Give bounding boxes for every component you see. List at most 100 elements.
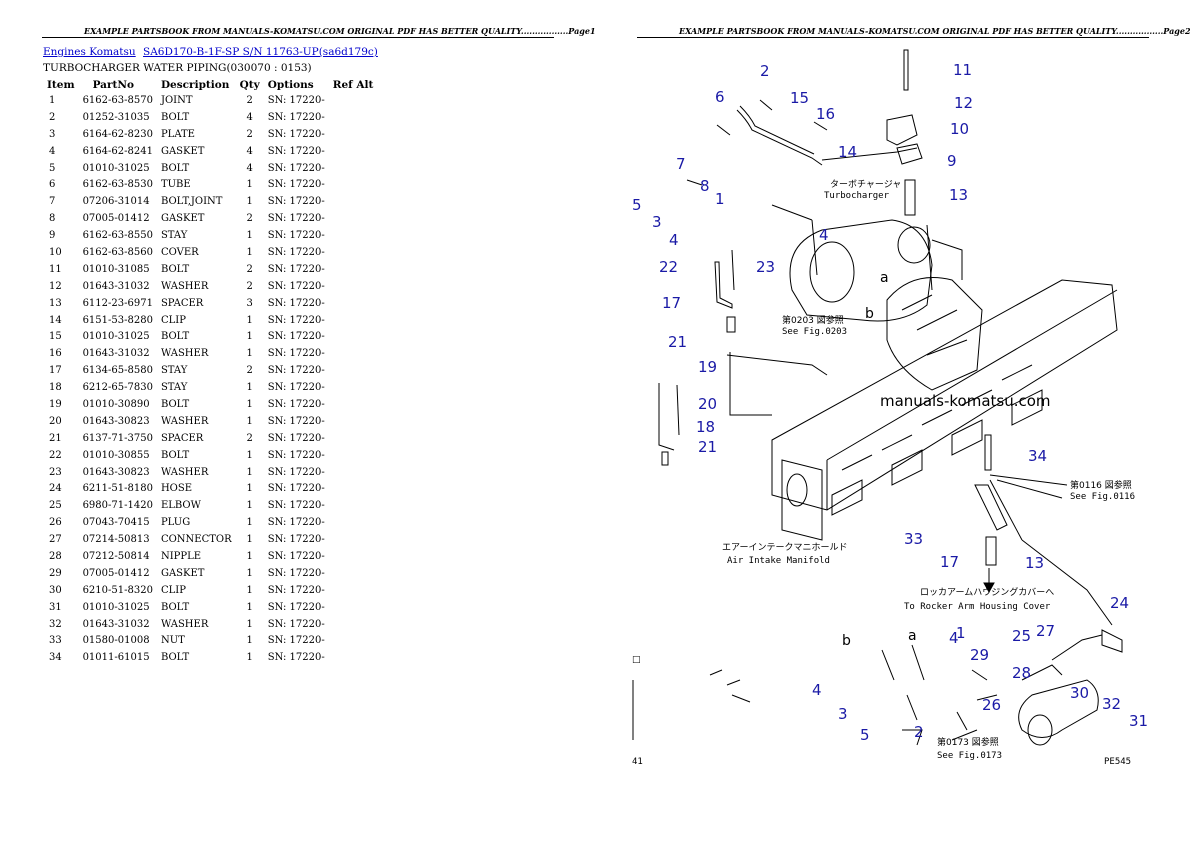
cell-description: WASHER [160, 618, 209, 630]
cell-options: SN: 17220- [267, 635, 325, 647]
cell-refalt [329, 379, 378, 396]
watermark: manuals-komatsu.com [880, 392, 1051, 410]
label-manifold-en: Air Intake Manifold [727, 556, 830, 566]
cell-description: PLUG [160, 517, 191, 529]
cell-refalt [329, 160, 378, 177]
cell-qty: 1 [246, 179, 253, 191]
callout-4: 4 [669, 231, 679, 249]
cell-refalt [329, 176, 378, 193]
cell-options: SN: 17220- [267, 466, 325, 478]
cell-qty: 2 [246, 365, 253, 377]
cell-qty: 2 [246, 280, 253, 292]
cell-description: BOLT [160, 331, 190, 343]
cell-item: 5 [49, 162, 56, 174]
cell-refalt [329, 582, 378, 599]
cell-item: 27 [49, 534, 62, 546]
parts-page-1: EXAMPLE PARTSBOOK FROM MANUALS-KOMATSU.C… [42, 26, 596, 666]
cell-options: SN: 17220- [267, 280, 325, 292]
cell-options: SN: 17220- [267, 652, 325, 664]
col-partno: PartNo [92, 78, 134, 91]
cell-qty: 1 [246, 246, 253, 258]
cell-refalt [329, 312, 378, 329]
cell-refalt [329, 295, 378, 312]
callout-2: 2 [760, 62, 770, 80]
callout-6: 6 [715, 88, 725, 106]
cell-qty: 1 [246, 567, 253, 579]
cell-options: SN: 17220- [267, 263, 325, 275]
cell-options: SN: 17220- [267, 162, 325, 174]
callout-32: 32 [1102, 695, 1121, 713]
cell-item: 7 [49, 196, 56, 208]
cell-qty: 4 [246, 145, 253, 157]
cell-description: GASKET [160, 567, 205, 579]
cell-qty: 1 [246, 652, 253, 664]
stay-shape [896, 143, 923, 165]
cell-refalt [329, 109, 378, 126]
cell-qty: 2 [246, 263, 253, 275]
cell-item: 8 [49, 213, 56, 225]
cell-qty: 1 [246, 550, 253, 562]
cell-partno: 01011-61015 [82, 652, 150, 664]
breadcrumb-link-engines[interactable]: Engines Komatsu [43, 46, 136, 58]
cell-options: SN: 17220- [267, 500, 325, 512]
callout-15: 15 [790, 89, 809, 107]
cell-refalt [329, 244, 378, 261]
cell-item: 2 [49, 111, 56, 123]
cell-item: 33 [49, 635, 62, 647]
breadcrumb-link-model[interactable]: SA6D170-B-1F-SP S/N 11763-UP(sa6d179c) [143, 46, 378, 58]
cell-refalt [329, 565, 378, 582]
cell-qty: 1 [246, 382, 253, 394]
cell-refalt [329, 531, 378, 548]
cell-qty: 1 [246, 584, 253, 596]
callout-8: 8 [700, 177, 710, 195]
callout-27: 27 [1036, 622, 1055, 640]
callout-12: 12 [954, 94, 973, 112]
cell-item: 20 [49, 415, 62, 427]
cell-options: SN: 17220- [267, 94, 325, 106]
callout-16: 16 [816, 105, 835, 123]
cell-options: SN: 17220- [267, 348, 325, 360]
cell-partno: 01010-31025 [82, 331, 150, 343]
cell-partno: 07005-01412 [82, 213, 150, 225]
cell-partno: 6212-65-7830 [82, 382, 153, 394]
cell-item: 14 [49, 314, 62, 326]
cell-options: SN: 17220- [267, 618, 325, 630]
cell-partno: 01010-30855 [82, 449, 150, 461]
cell-options: SN: 17220- [267, 128, 325, 140]
label-code: PE545 [1104, 757, 1131, 767]
cell-description: JOINT [160, 94, 193, 106]
cell-partno: 6164-62-8241 [82, 145, 153, 157]
callout-28: 28 [1012, 664, 1031, 682]
cell-options: SN: 17220- [267, 584, 325, 596]
cell-item: 16 [49, 348, 62, 360]
cell-description: WASHER [160, 280, 209, 292]
cell-options: SN: 17220- [267, 365, 325, 377]
parts-table: Item PartNo Description Qty Options Ref … [43, 77, 377, 666]
cell-refalt [329, 278, 378, 295]
callout-23: 23 [756, 258, 775, 276]
callout-a: a [908, 628, 917, 644]
cell-item: 11 [49, 263, 62, 275]
label-fig0173-en: See Fig.0173 [937, 751, 1002, 761]
cell-qty: 4 [246, 111, 253, 123]
callout-b: b [842, 633, 851, 649]
turbocharger-shape [789, 219, 933, 322]
cell-description: NIPPLE [160, 550, 202, 562]
cell-qty: 1 [246, 483, 253, 495]
callout-4: 4 [949, 629, 959, 647]
cell-refalt [329, 345, 378, 362]
cell-refalt [329, 497, 378, 514]
callout-10: 10 [950, 120, 969, 138]
cell-item: 6 [49, 179, 56, 191]
